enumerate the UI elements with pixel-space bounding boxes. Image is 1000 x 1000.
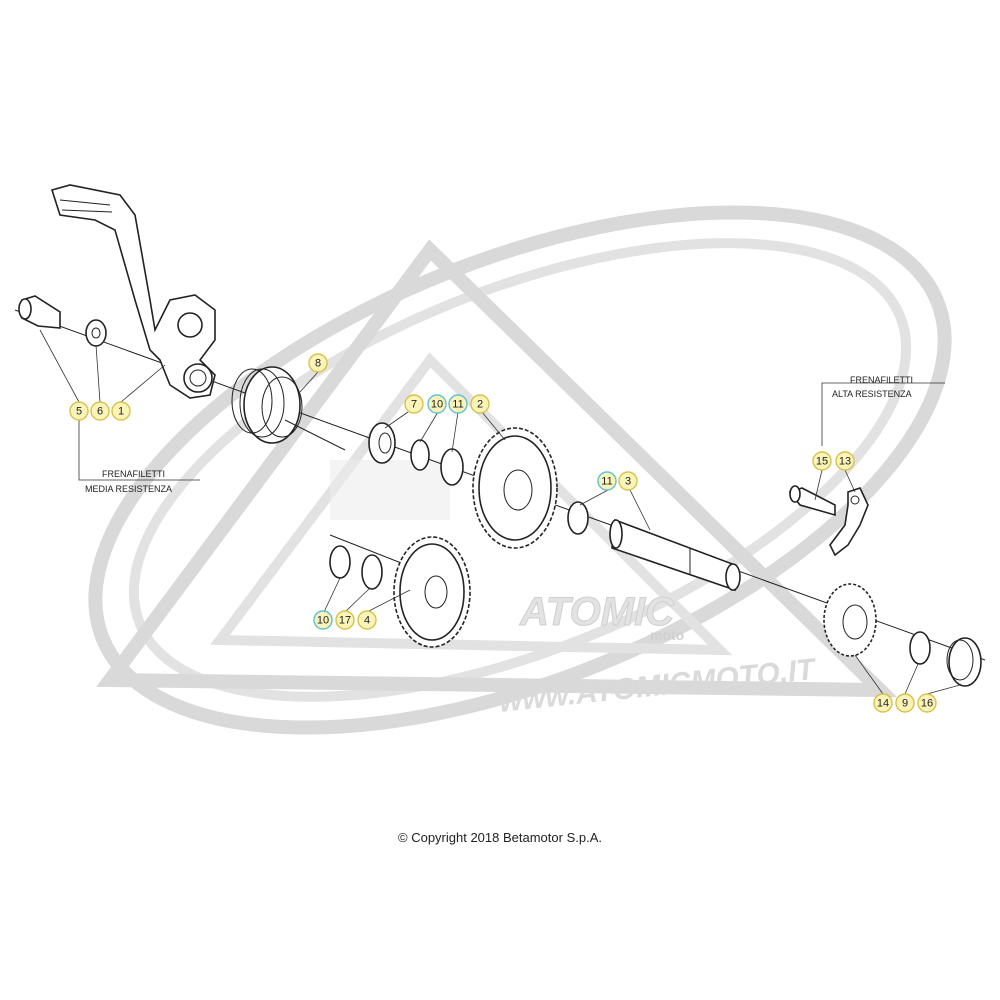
callout-c11b: 11 (597, 471, 617, 491)
kick-gear (472, 427, 558, 549)
callout-badge-circle (335, 610, 355, 630)
callout-c2: 2 (470, 394, 490, 414)
callout-c4: 4 (357, 610, 377, 630)
circlip-lower (329, 545, 351, 579)
callout-badge-circle (618, 471, 638, 491)
watermark-sub: moto (650, 627, 684, 643)
callout-badge-circle (470, 394, 490, 414)
kick-shaft (609, 518, 741, 592)
kickstart-lever (50, 184, 216, 399)
callout-number: 3 (625, 476, 631, 488)
callout-c17: 17 (335, 610, 355, 630)
callout-badges: 5 6 1 8 7 10 11 2 11 3 10 17 4 15 13 14 9 16 (69, 353, 937, 713)
thrust-washer-lower (567, 501, 589, 535)
callout-number: 10 (317, 615, 329, 627)
note-media-line2: MEDIA RESISTENZA (85, 484, 172, 494)
ratchet (823, 583, 877, 657)
callout-number: 14 (877, 698, 889, 710)
copyright-notice: © Copyright 2018 Betamotor S.p.A. (398, 830, 602, 845)
callout-badge-circle (812, 451, 832, 471)
callout-number: 9 (902, 698, 908, 710)
note-alta-resistenza: FRENAFILETTI ALTA RESISTENZA (832, 375, 913, 399)
callout-badge-circle (917, 693, 937, 713)
watermark-url: www.ATOMICMOTO.IT (497, 653, 819, 719)
callout-number: 10 (431, 399, 443, 411)
callout-number: 15 (816, 456, 828, 468)
callout-c7: 7 (404, 394, 424, 414)
callout-number: 11 (452, 399, 463, 411)
ratchet-spring (946, 637, 982, 687)
callout-badge-circle (313, 610, 333, 630)
callout-number: 4 (364, 615, 370, 627)
callout-number: 6 (97, 406, 103, 418)
callout-number: 17 (339, 615, 351, 627)
lever-washer (85, 319, 107, 347)
ratchet-guide (829, 487, 869, 557)
callout-c1: 1 (111, 401, 131, 421)
callout-c5: 5 (69, 401, 89, 421)
callout-number: 8 (315, 358, 321, 370)
callout-c16: 16 (917, 693, 937, 713)
callout-badge-circle (835, 451, 855, 471)
callout-c11a: 11 (448, 394, 468, 414)
note-media-line1: FRENAFILETTI (102, 469, 165, 479)
callout-number: 11 (601, 476, 612, 488)
callout-c10b: 10 (313, 610, 333, 630)
callout-number: 2 (477, 399, 483, 411)
note-alta-line2: ALTA RESISTENZA (832, 389, 912, 399)
callout-c3: 3 (618, 471, 638, 491)
callout-badge-circle (404, 394, 424, 414)
lever-bolt (18, 295, 61, 329)
washer-9 (909, 631, 931, 665)
callout-c8: 8 (308, 353, 328, 373)
callout-number: 1 (118, 406, 124, 418)
callout-number: 5 (76, 406, 82, 418)
watermark-brand: ATOMIC (519, 590, 675, 634)
callout-badge-circle (873, 693, 893, 713)
callout-badge-circle (357, 610, 377, 630)
callout-badge-circle (90, 401, 110, 421)
callout-number: 7 (411, 399, 417, 411)
note-alta-line1: FRENAFILETTI (850, 375, 913, 385)
note-media-resistenza: FRENAFILETTI MEDIA RESISTENZA (85, 469, 172, 494)
bushing (368, 422, 396, 464)
callout-c9: 9 (895, 693, 915, 713)
callout-number: 13 (839, 456, 851, 468)
callout-badge-circle (895, 693, 915, 713)
callout-badge-circle (111, 401, 131, 421)
callout-badge-circle (308, 353, 328, 373)
callout-number: 16 (921, 698, 933, 710)
callout-badge-circle (427, 394, 447, 414)
leader-lines (39, 329, 961, 695)
washer-17 (361, 554, 383, 590)
callout-c10a: 10 (427, 394, 447, 414)
callout-c14: 14 (873, 693, 893, 713)
callout-badge-circle (69, 401, 89, 421)
callout-c15: 15 (812, 451, 832, 471)
callout-badge-circle (448, 394, 468, 414)
circlip-upper (410, 439, 430, 471)
guide-bolt (788, 485, 836, 517)
callout-c13: 13 (835, 451, 855, 471)
return-spring (231, 366, 346, 451)
thrust-washer-upper (440, 448, 464, 486)
callout-badge-circle (597, 471, 617, 491)
idler-gear (393, 536, 471, 648)
callout-c6: 6 (90, 401, 110, 421)
